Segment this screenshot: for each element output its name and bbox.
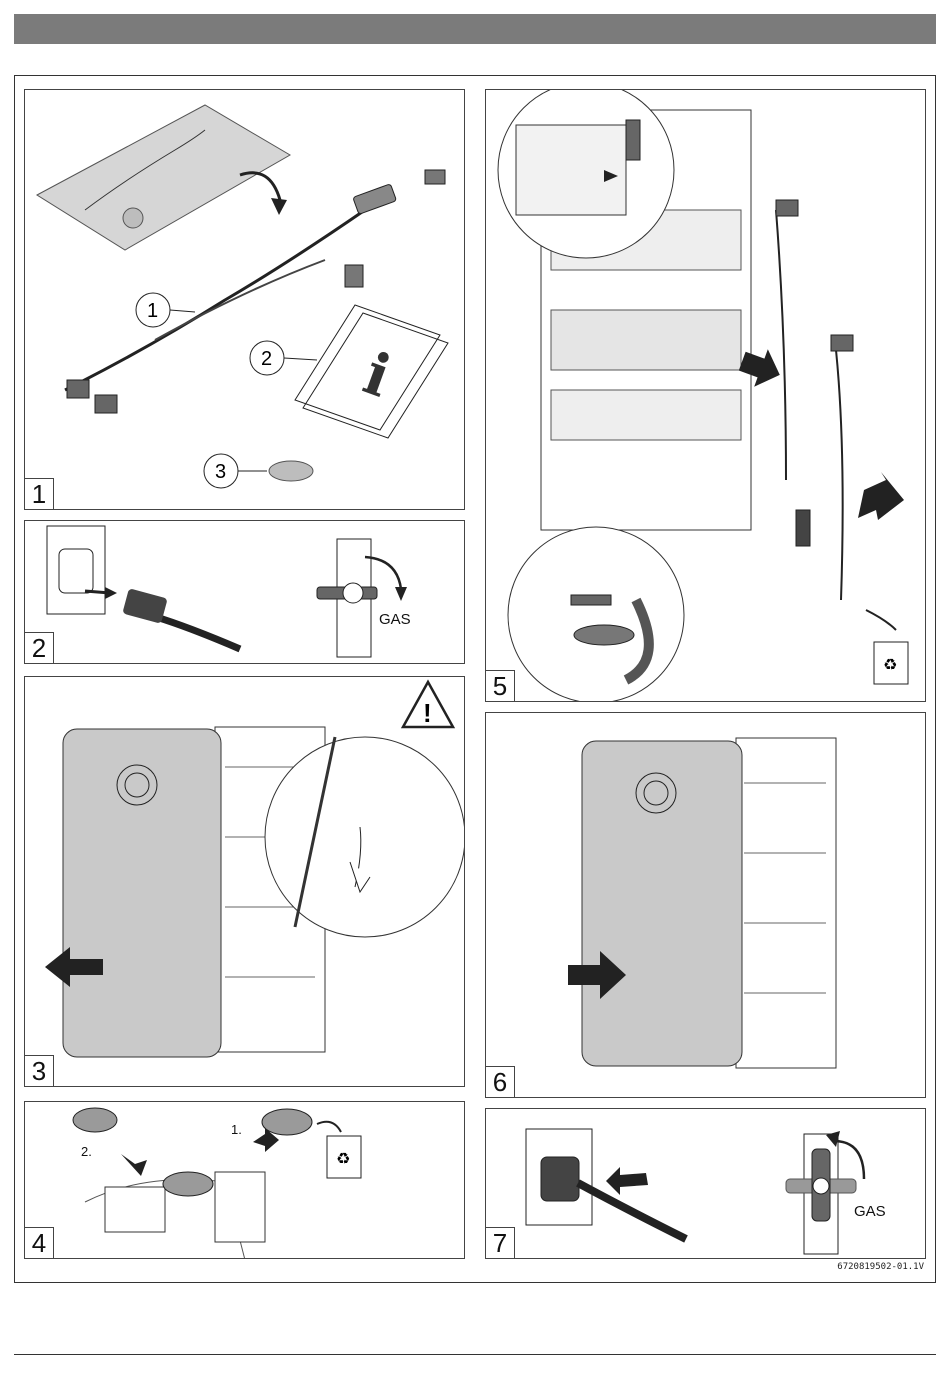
step-number: 6 — [486, 1066, 515, 1097]
step-6-panel: 6 — [485, 712, 926, 1098]
step-4-illustration: ♻ — [25, 1102, 465, 1259]
gas-label: GAS — [854, 1203, 886, 1220]
header-bar — [14, 14, 936, 44]
detail-callout — [265, 737, 465, 937]
step-2-panel: GAS 2 — [24, 520, 465, 664]
callout-2: 2 — [261, 348, 272, 370]
svg-text:♻: ♻ — [883, 655, 897, 674]
step-number: 1 — [25, 478, 54, 509]
step-2-illustration — [25, 521, 465, 664]
callout-1: 1 — [147, 300, 158, 322]
svg-text:!: ! — [423, 698, 432, 728]
callout-3: 3 — [215, 461, 226, 483]
svg-text:♻: ♻ — [336, 1149, 350, 1168]
step-6-illustration — [486, 713, 926, 1098]
grommet — [163, 1172, 213, 1196]
step-4-panel: ♻ 1. 2. 4 — [24, 1101, 465, 1259]
step-7-panel: GAS 7 — [485, 1108, 926, 1259]
heater-body — [736, 738, 836, 1068]
gas-label: GAS — [379, 611, 411, 628]
step-3-panel: ! 3 — [24, 676, 465, 1087]
step-1-panel: i 1 2 3 1 — [24, 89, 465, 510]
grommet — [269, 461, 313, 481]
parts-bag — [37, 105, 290, 250]
step-number: 3 — [25, 1055, 54, 1086]
document-code: 6720819502-01.1V — [837, 1262, 924, 1272]
power-cord — [578, 1183, 686, 1239]
order-label-2: 2. — [81, 1144, 92, 1159]
step-1-illustration: i 1 2 3 — [25, 90, 465, 510]
step-number: 7 — [486, 1227, 515, 1258]
grommet — [73, 1108, 117, 1132]
step-number: 4 — [25, 1227, 54, 1258]
detail-callout-bottom — [508, 527, 684, 702]
step-3-illustration: ! — [25, 677, 465, 1087]
plug-in-arrow — [606, 1167, 648, 1195]
grommet — [262, 1109, 312, 1135]
step-5-panel: ♻ 5 — [485, 89, 926, 702]
remove-arrow — [858, 472, 904, 520]
footer-rule — [14, 1354, 936, 1355]
step-number: 5 — [486, 670, 515, 701]
power-outlet-icon — [47, 526, 105, 614]
step-7-illustration — [486, 1109, 926, 1259]
wire-harness — [776, 210, 786, 480]
step-5-illustration: ♻ — [486, 90, 926, 702]
order-label-1: 1. — [231, 1122, 242, 1137]
step-number: 2 — [25, 632, 54, 663]
